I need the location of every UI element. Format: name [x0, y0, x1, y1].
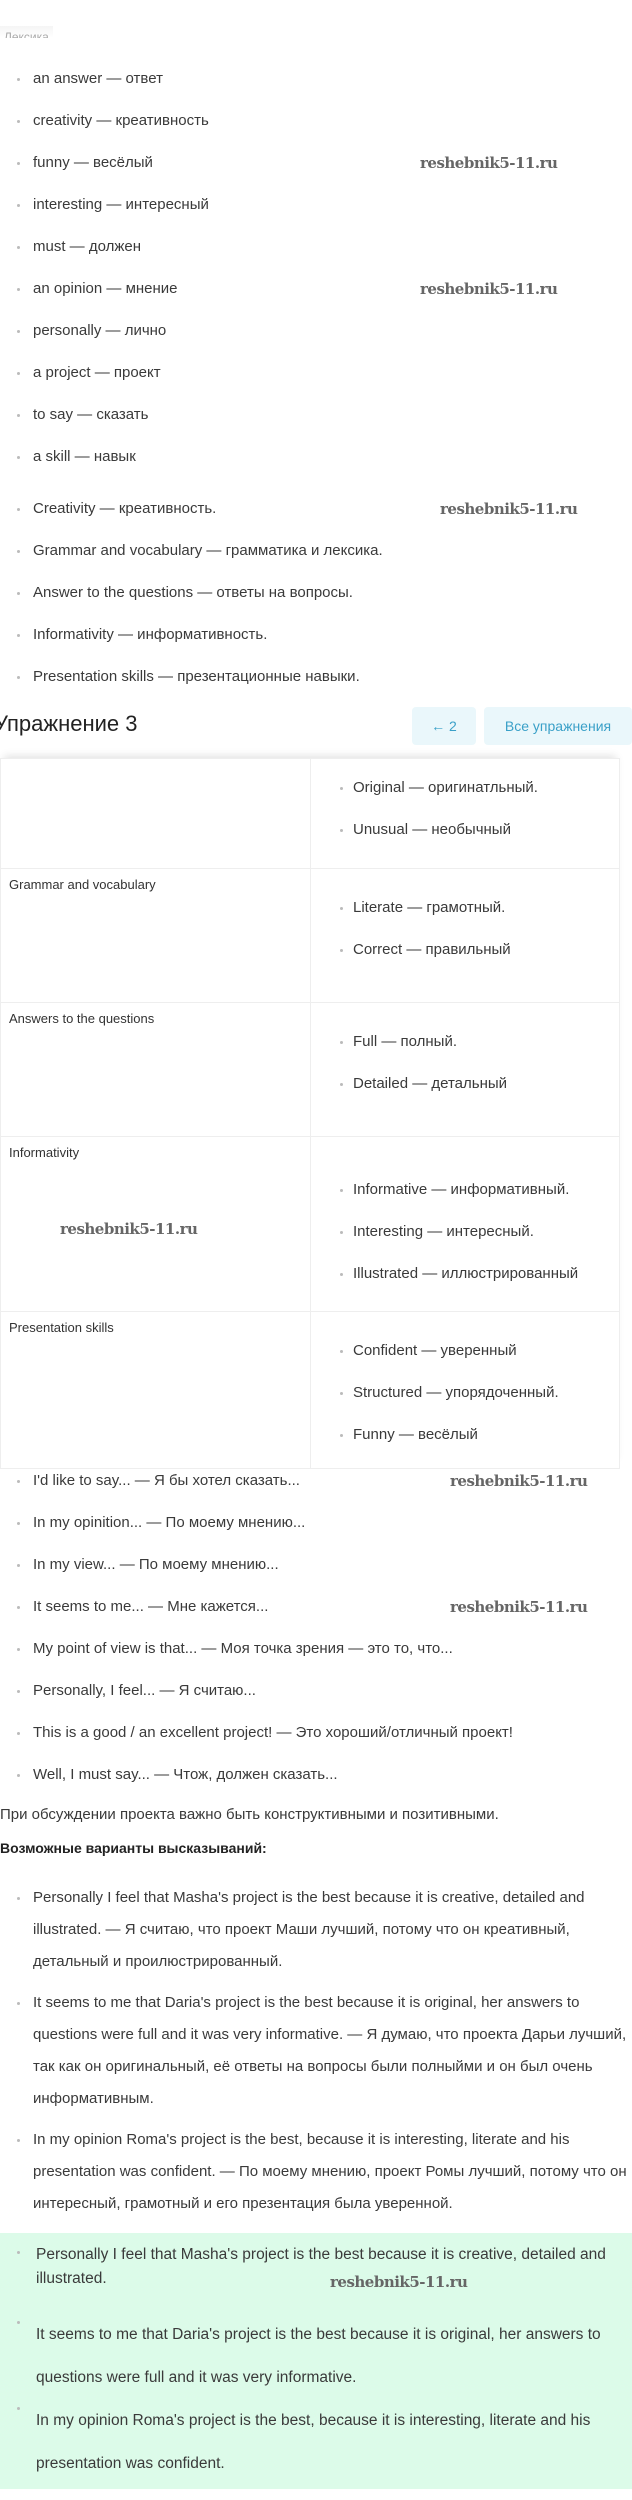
adjective-item: Correct — правильный [1, 941, 619, 959]
exercise-title: Упражнение 3 [0, 711, 138, 736]
criteria-list: Creativity — креативность. Grammar and vo… [0, 500, 632, 710]
adjective-item: Literate — грамотный. [1, 899, 619, 917]
criteria-item: Presentation skills — презентационные на… [0, 668, 632, 686]
cut-off-heading: Лексика [0, 26, 53, 38]
criterion-label: Answers to the questions [1, 1003, 311, 1136]
criterion-adjectives: Full — полный.Detailed — детальный [311, 1003, 620, 1136]
all-exercises-button[interactable]: Все упражнения [484, 707, 632, 745]
phrase-item: Well, I must say... — Чтож, должен сказа… [0, 1766, 632, 1784]
vocab-item: creativity — креативность [0, 112, 632, 130]
note-paragraph: При обсуждении проекта важно быть констр… [0, 1806, 499, 1823]
phrase-item: In my view... — По моему мнению... [0, 1556, 632, 1574]
phrase-item: Personally, I feel... — Я считаю... [0, 1682, 632, 1700]
criterion-adjectives: Informative — информативный.Interesting … [311, 1137, 620, 1311]
vocabulary-list: an answer — ответ creativity — креативнос… [0, 70, 632, 490]
table-row: Original — оригинатльный. Unusual — необы… [0, 759, 620, 869]
highlighted-answer-block: Personally I feel that Masha's project i… [0, 2233, 632, 2489]
criterion-label: Informativity [1, 1137, 311, 1311]
adjective-item: Structured — упорядоченный. [1, 1384, 619, 1402]
adjective-item: Interesting — интересный. [1, 1223, 619, 1241]
phrase-item: My point of view is that... — Моя точка … [0, 1640, 632, 1658]
criterion-adjectives: Literate — грамотный.Correct — правильны… [311, 869, 620, 1002]
criteria-item: Informativity — информативность. [0, 626, 632, 644]
adjective-item: Detailed — детальный [1, 1075, 619, 1093]
examples-list: Personally I feel that Masha's project i… [0, 1882, 628, 2229]
criteria-item: Creativity — креативность. [0, 500, 632, 518]
example-item: In my opinion Roma's project is the best… [0, 2124, 628, 2220]
criterion-adjectives: Original — оригинатльный.Unusual — необы… [311, 759, 620, 868]
vocab-item: to say — сказать [0, 406, 632, 424]
criterion-label: Presentation skills [1, 1312, 311, 1468]
phrase-item: This is a good / an excellent project! —… [0, 1724, 632, 1742]
highlighted-item: It seems to me that Daria's project is t… [0, 2313, 620, 2399]
example-item: It seems to me that Daria's project is t… [0, 1987, 628, 2115]
highlighted-item: Personally I feel that Masha's project i… [0, 2243, 620, 2291]
vocab-item: personally — лично [0, 322, 632, 340]
highlighted-item: In my opinion Roma's project is the best… [0, 2399, 620, 2485]
phrase-item: It seems to me... — Мне кажется... [0, 1598, 632, 1616]
adjective-item: Informative — информативный. [1, 1181, 619, 1199]
criteria-item: Grammar and vocabulary — грамматика и ле… [0, 542, 632, 560]
vocab-item: an opinion — мнение [0, 280, 632, 298]
vocab-item: must — должен [0, 238, 632, 256]
vocab-item: a project — проект [0, 364, 632, 382]
phrase-item: In my opinition... — По моему мнению... [0, 1514, 632, 1532]
prev-exercise-button[interactable]: ← 2 [412, 707, 476, 745]
phrase-item: I'd like to say... — Я бы хотел сказать.… [0, 1472, 632, 1490]
examples-heading: Возможные варианты высказываний: [0, 1840, 267, 1856]
criteria-item: Answer to the questions — ответы на вопр… [0, 584, 632, 602]
adjective-item: Full — полный. [1, 1033, 619, 1051]
adjective-item: Confident — уверенный [1, 1342, 619, 1360]
criterion-label: Grammar and vocabulary [1, 869, 311, 1002]
vocab-item: an answer — ответ [0, 70, 632, 88]
criteria-table: Original — оригинатльный. Unusual — необы… [0, 758, 620, 1469]
highlighted-list: Personally I feel that Masha's project i… [0, 2243, 620, 2485]
adjective-item: Illustrated — иллюстрированный [1, 1265, 619, 1283]
vocab-item: funny — весёлый [0, 154, 632, 172]
adjective-item: Funny — весёлый [1, 1426, 619, 1444]
adjective-item: Unusual — необычный [1, 821, 619, 839]
criterion-label [1, 759, 311, 868]
phrases-list: I'd like to say... — Я бы хотел сказать.… [0, 1472, 632, 1808]
vocab-item: a skill — навык [0, 448, 632, 466]
vocab-item: interesting — интересный [0, 196, 632, 214]
adjective-item: Original — оригинатльный. [1, 779, 619, 797]
example-item: Personally I feel that Masha's project i… [0, 1882, 628, 1978]
